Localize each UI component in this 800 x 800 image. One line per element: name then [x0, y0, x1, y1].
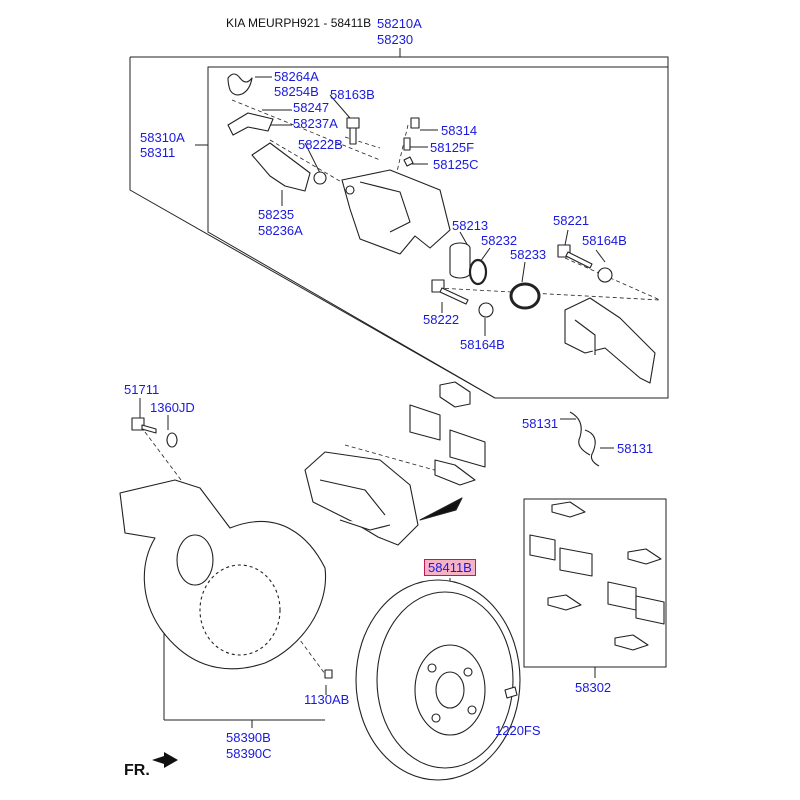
- label-58237a: 58237A: [293, 116, 338, 131]
- label-58232: 58232: [481, 233, 518, 248]
- label-58222: 58222: [423, 312, 460, 327]
- label-58390b: 58390B: [226, 730, 271, 745]
- brake-disc-rotor: [355, 579, 521, 781]
- label-58131-b: 58131: [617, 441, 654, 456]
- label-58230: 58230: [377, 32, 414, 47]
- caliper-detail-frame: [207, 66, 669, 399]
- pad-spring-clip: [569, 411, 591, 456]
- brake-pad-kit: [529, 501, 665, 651]
- label-58164b-upper: 58164B: [582, 233, 627, 248]
- label-58310a: 58310A: [140, 130, 185, 145]
- spring-part: [227, 73, 253, 96]
- label-58264a: 58264A: [274, 69, 319, 84]
- caliper-carrier: [564, 297, 656, 384]
- label-58125f: 58125F: [430, 140, 475, 155]
- label-58210a: 58210A: [377, 16, 422, 31]
- diagram-title: KIA MEURPH921 - 58411B: [226, 16, 372, 30]
- label-58221: 58221: [553, 213, 590, 228]
- label-58164b-lower: 58164B: [460, 337, 505, 352]
- label-51711: 51711: [124, 382, 160, 397]
- label-58390c: 58390C: [226, 746, 272, 761]
- label-58131-a: 58131: [522, 416, 559, 431]
- label-58125c: 58125C: [433, 157, 479, 172]
- label-58236a: 58236A: [258, 223, 303, 238]
- label-58222b: 58222B: [298, 137, 343, 152]
- guide-pin-lower: [431, 279, 469, 305]
- label-58411b-highlighted: 58411B: [424, 559, 476, 576]
- label-58302: 58302: [575, 680, 612, 695]
- label-1360jd: 1360JD: [150, 400, 195, 415]
- piston-part: [449, 242, 471, 279]
- label-1130ab: 1130AB: [304, 692, 350, 707]
- bolt-58163b: [346, 117, 360, 145]
- front-arrow-icon: [152, 752, 178, 768]
- label-58254b: 58254B: [274, 84, 319, 99]
- front-direction-label: FR.: [124, 762, 150, 779]
- label-58314: 58314: [441, 123, 478, 138]
- label-58311: 58311: [140, 145, 176, 160]
- label-58213: 58213: [452, 218, 489, 233]
- caliper-bracket-small: [251, 142, 311, 192]
- pad-kit-frame: [523, 498, 667, 668]
- brake-pad-set-middle: [409, 381, 486, 486]
- label-58233: 58233: [510, 247, 547, 262]
- bolt-51711: [131, 417, 157, 434]
- label-58247: 58247: [293, 100, 330, 115]
- label-1220fs: 1220FS: [495, 723, 541, 738]
- guide-pin-upper: [557, 244, 593, 269]
- label-58163b: 58163B: [330, 87, 375, 102]
- label-58235: 58235: [258, 207, 295, 222]
- retainer-bracket: [227, 112, 274, 136]
